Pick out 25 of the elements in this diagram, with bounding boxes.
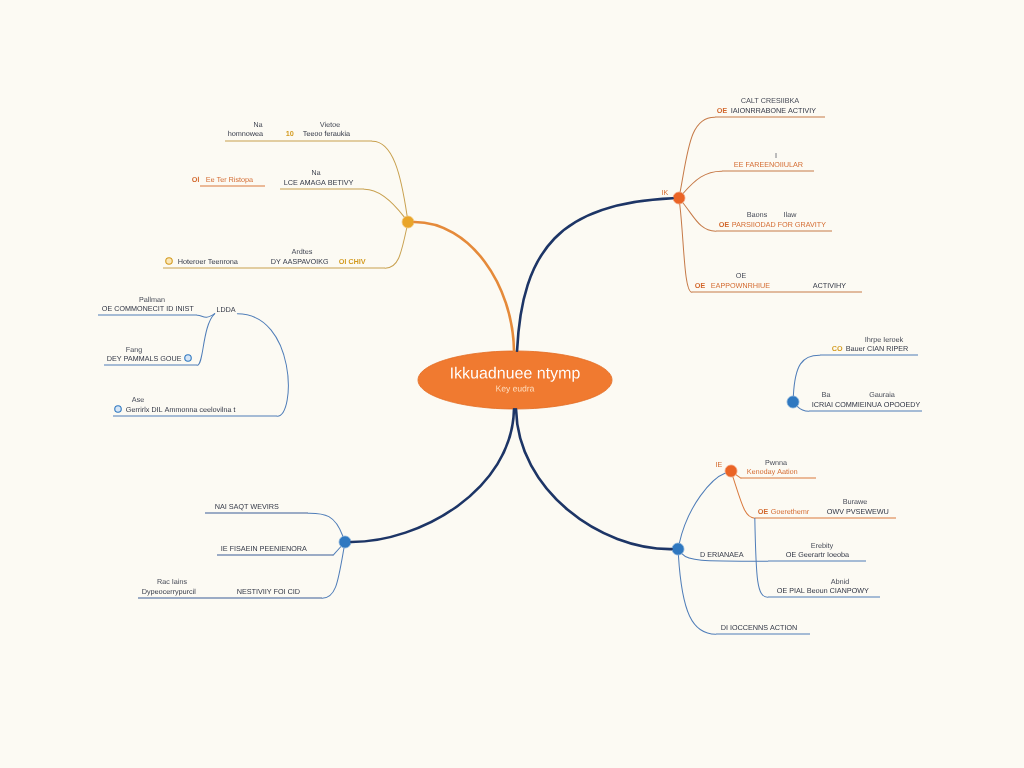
branch-line <box>307 512 344 537</box>
branch-line <box>735 474 742 479</box>
branch-line <box>681 553 769 562</box>
branch-line <box>677 554 717 635</box>
branch-line <box>236 313 289 417</box>
branch-line <box>332 546 342 556</box>
branch-line <box>196 313 216 366</box>
branch-line <box>514 408 673 551</box>
branch-line <box>515 196 674 352</box>
branch-line <box>363 188 405 218</box>
branch-line <box>679 203 693 293</box>
branch-line <box>682 202 717 232</box>
branch-line <box>678 472 726 544</box>
branch-line <box>321 547 345 599</box>
branch-line <box>371 140 408 217</box>
branch-line <box>792 354 821 397</box>
branch-line <box>797 406 810 412</box>
branch-line <box>350 408 516 544</box>
branch-line <box>196 313 216 318</box>
branch-line <box>679 116 716 193</box>
branch-line <box>732 476 756 519</box>
branch-line <box>384 227 408 269</box>
branch-line <box>413 220 516 352</box>
branch-line <box>754 517 769 598</box>
branch-line <box>682 170 723 194</box>
